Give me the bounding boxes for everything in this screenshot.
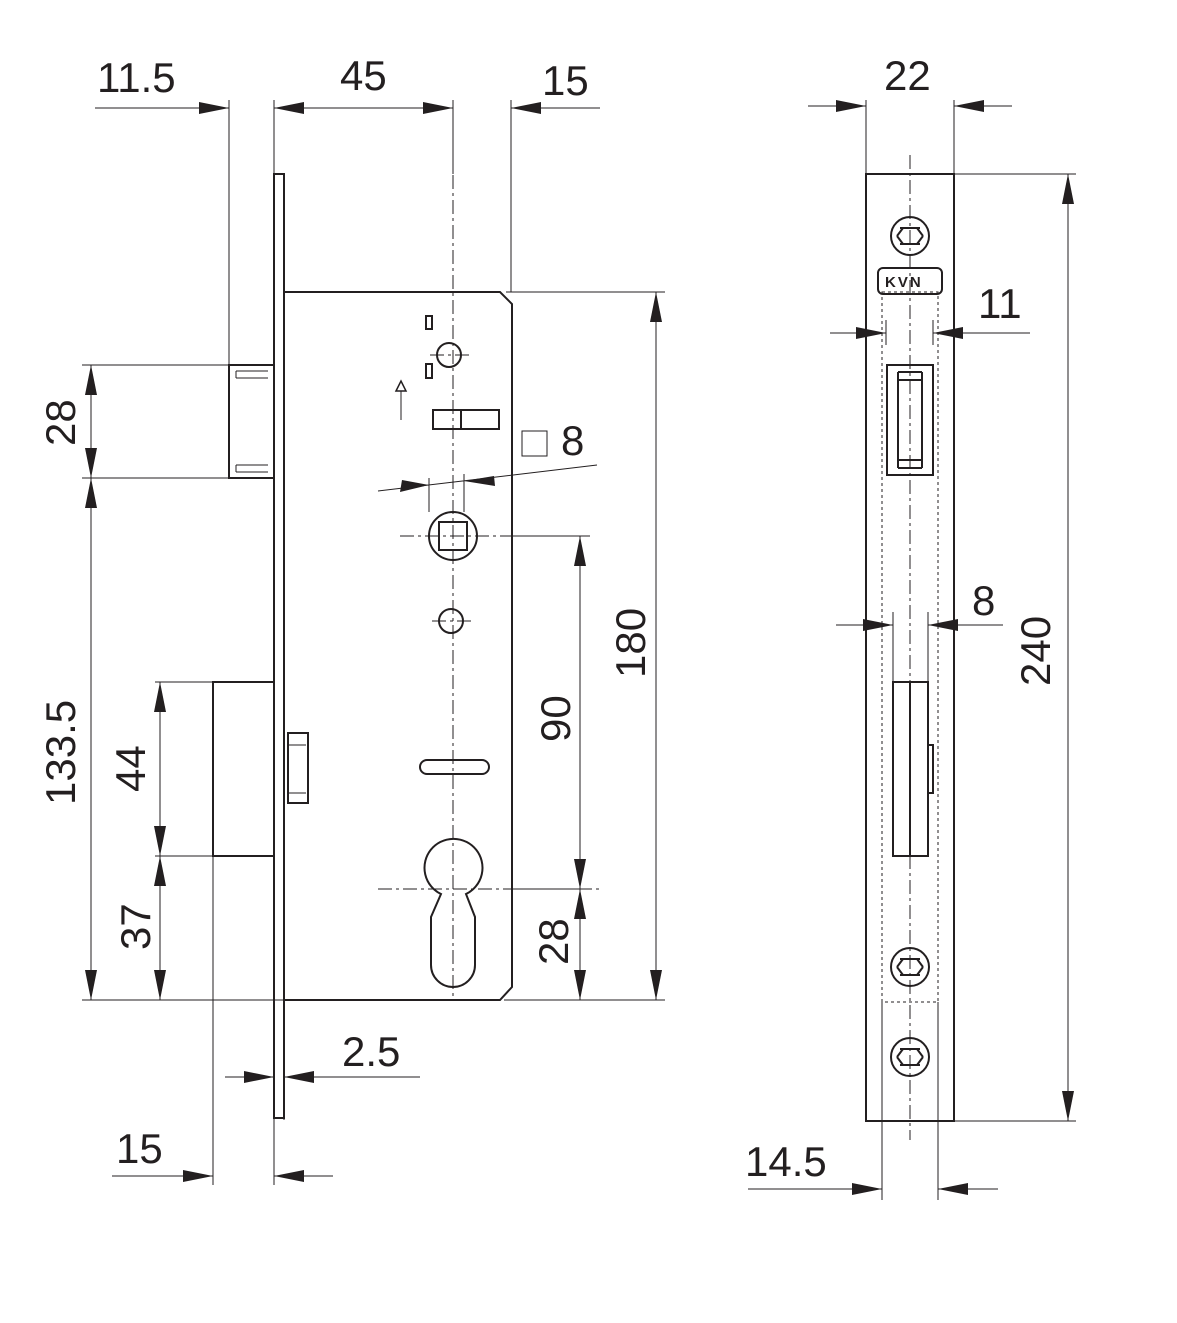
lever-slot xyxy=(432,409,500,430)
dim-case-width: 14.5 xyxy=(745,1138,827,1185)
cylinder-cutout xyxy=(423,837,484,988)
front-dimensions: 11.5 45 15 28 133.5 44 37 8 xyxy=(37,52,665,1185)
dim-bolt-projection: 15 xyxy=(116,1125,163,1172)
lock-case xyxy=(284,291,513,1001)
dim-cylinder-to-bottom: 28 xyxy=(530,918,577,965)
dim-bolt-height: 44 xyxy=(107,745,154,792)
latch-bolt xyxy=(228,364,275,479)
dim-case-height: 180 xyxy=(607,608,654,678)
dead-bolt xyxy=(212,681,275,857)
dim-latch-height: 28 xyxy=(37,399,84,446)
hidden-case-outline xyxy=(881,291,939,1003)
dim-backset: 45 xyxy=(340,52,387,99)
dim-bolt-slot-width: 8 xyxy=(972,577,995,624)
screw-bottom-icon xyxy=(890,1037,930,1077)
faceplate xyxy=(273,173,285,1119)
small-slots xyxy=(425,315,433,379)
dim-spindle-to-cylinder: 90 xyxy=(532,695,579,742)
dim-latch-slot-width: 11 xyxy=(978,280,1022,327)
direction-arrow-icon xyxy=(394,379,408,420)
dim-faceplate-thickness: 2.5 xyxy=(342,1028,400,1075)
auxiliary-latch xyxy=(287,732,309,804)
side-latch xyxy=(886,364,934,476)
dim-spindle-square: 8 xyxy=(561,417,584,464)
dim-backset-margin: 15 xyxy=(542,57,589,104)
brand-logo-text: KVN xyxy=(885,274,923,291)
dim-faceplate-width: 22 xyxy=(884,52,931,99)
spindle-follower xyxy=(400,511,510,561)
side-view: KVN xyxy=(865,155,955,1140)
dim-faceplate-offset: 11.5 xyxy=(97,54,176,101)
square-symbol xyxy=(521,430,548,457)
brand-logo: KVN xyxy=(877,267,943,295)
horizontal-slot xyxy=(419,759,490,775)
screw-middle-icon xyxy=(890,947,930,987)
side-deadbolt xyxy=(892,681,934,857)
screw-top-icon xyxy=(890,216,930,256)
side-dimensions: 22 11 8 240 14.5 xyxy=(745,52,1076,1200)
dim-follower-to-bottom: 133.5 xyxy=(37,700,84,805)
dim-bolt-to-bottom: 37 xyxy=(112,903,159,950)
dim-faceplate-length: 240 xyxy=(1012,616,1059,686)
